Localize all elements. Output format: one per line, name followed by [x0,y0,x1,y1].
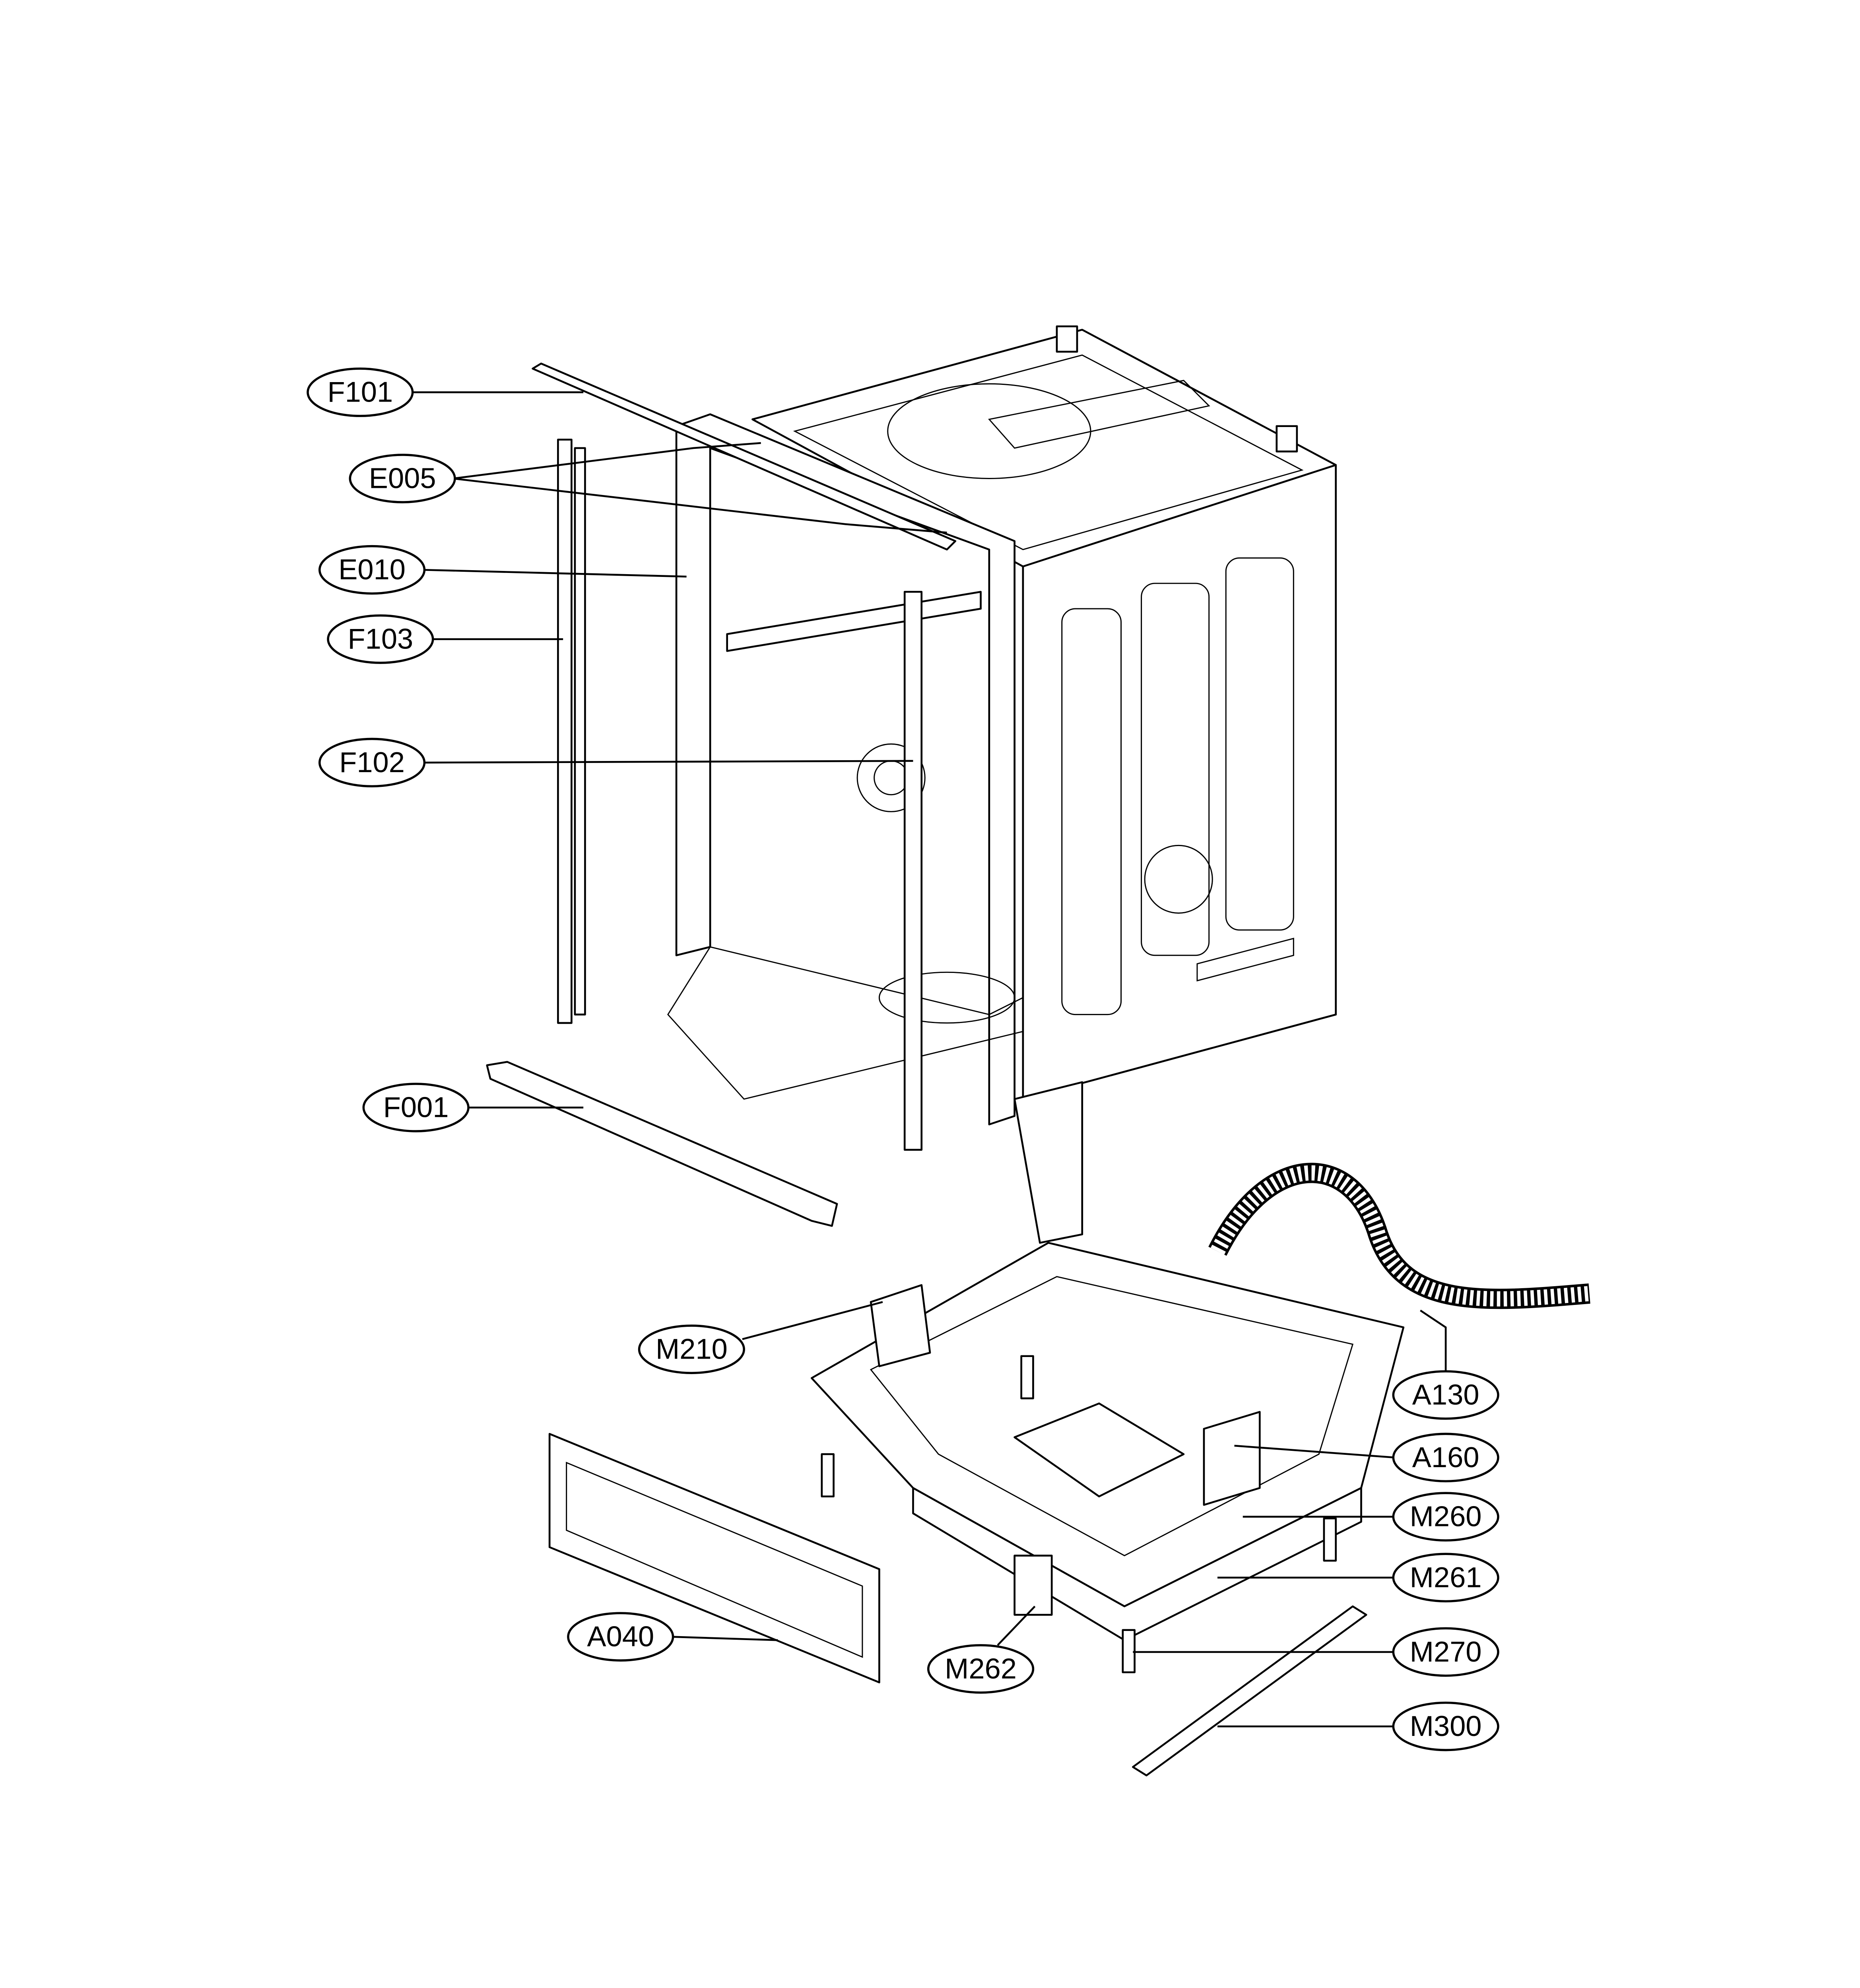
callout-a160: A160 [1392,1433,1499,1483]
callout-f102: F102 [318,738,426,788]
callout-label: F001 [383,1092,449,1124]
tub-assembly [667,325,1337,1126]
callout-label: E010 [338,554,406,586]
screw-m270 [1122,1629,1136,1673]
callout-label: M261 [1410,1562,1482,1594]
callout-label: A160 [1412,1442,1479,1474]
callout-e005: E005 [349,454,456,503]
callout-m262: M262 [927,1644,1035,1694]
callout-a040: A040 [567,1612,674,1662]
callout-label: M260 [1410,1501,1482,1533]
callout-m270: M270 [1392,1627,1499,1677]
side-gasket-f102 [903,591,923,1151]
leveling-bracket-m300 [1132,1605,1367,1776]
top-rail-f101 [532,362,957,551]
bottom-rail-f001 [486,1061,838,1227]
callout-m260: M260 [1392,1492,1499,1541]
callout-f001: F001 [362,1083,470,1132]
callout-e010: E010 [318,545,426,595]
callout-f101: F101 [307,367,414,417]
callout-label: A130 [1412,1379,1479,1411]
callout-label: F101 [327,377,393,408]
screw [1323,1517,1337,1562]
callout-label: F103 [348,623,413,655]
screw [821,1453,835,1498]
exploded-view-drawing: F101 E005 E010 F103 F102 F001 M210 A130 … [307,325,1590,1776]
screw [1020,1355,1034,1400]
callout-f103: F103 [327,614,434,664]
side-gasket-f103 [557,439,573,1024]
callout-a130: A130 [1392,1370,1499,1420]
kick-plate-a040 [548,1433,880,1683]
callout-m300: M300 [1392,1701,1499,1751]
callout-label: E005 [369,463,436,495]
callout-label: M210 [656,1334,728,1365]
callout-label: M262 [945,1653,1017,1685]
side-gasket-e010 [574,447,586,1015]
callout-m261: M261 [1392,1553,1499,1603]
base-assembly [810,1081,1405,1641]
callout-m210: M210 [638,1324,745,1374]
callout-label: F102 [339,747,405,779]
callout-label: M270 [1410,1636,1482,1668]
callout-label: A040 [587,1621,654,1653]
parts-diagram: F101 E005 E010 F103 F102 F001 M210 A130 … [307,325,1590,1776]
leader-lines [411,391,1447,1728]
callout-label: M300 [1410,1710,1482,1742]
